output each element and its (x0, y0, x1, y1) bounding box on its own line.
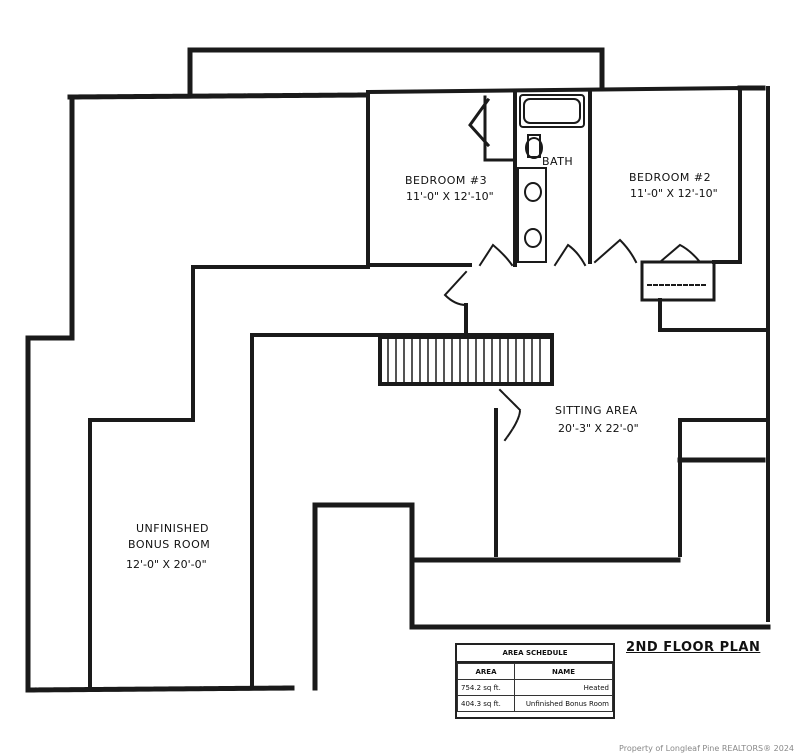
schedule-header-area: AREA (457, 663, 515, 680)
bonus-room-label-line2: BONUS ROOM (128, 538, 211, 551)
table-row: 754.2 sq ft. Heated (457, 679, 613, 696)
bonus-room-dimensions: 12'-0" X 20'-0" (126, 558, 207, 571)
closet (468, 95, 514, 162)
watermark: Property of Longleaf Pine REALTORS® 2024 (619, 744, 794, 753)
sitting-area-dimensions: 20'-3" X 22'-0" (558, 422, 639, 435)
bonus-room-label-line1: UNFINISHED (136, 522, 209, 535)
door-swings (443, 238, 702, 442)
schedule-cell-name: Heated (514, 679, 613, 696)
schedule-cell-name: Unfinished Bonus Room (514, 695, 613, 712)
bedroom2-dimensions: 11'-0" X 12'-10" (630, 187, 718, 200)
linen-closet (640, 260, 716, 302)
bedroom3-dimensions: 11'-0" X 12'-10" (406, 190, 494, 203)
schedule-header-name: NAME (514, 663, 613, 680)
area-schedule-title: AREA SCHEDULE (457, 645, 613, 663)
bedroom2-label: BEDROOM #2 (629, 171, 712, 184)
plan-title: 2ND FLOOR PLAN (626, 640, 761, 655)
bath-label: BATH (542, 155, 574, 168)
area-schedule-table: AREA SCHEDULE AREA NAME 754.2 sq ft. Hea… (455, 643, 615, 719)
schedule-cell-area: 404.3 sq ft. (457, 695, 515, 712)
bath-fixtures (517, 94, 585, 263)
table-row: 404.3 sq ft. Unfinished Bonus Room (457, 695, 613, 712)
staircase (378, 335, 554, 386)
bonus-room-dashed-outline (25, 47, 771, 693)
sitting-area-label: SITTING AREA (555, 404, 638, 417)
bedroom3-label: BEDROOM #3 (405, 174, 488, 187)
schedule-cell-area: 754.2 sq ft. (457, 679, 515, 696)
